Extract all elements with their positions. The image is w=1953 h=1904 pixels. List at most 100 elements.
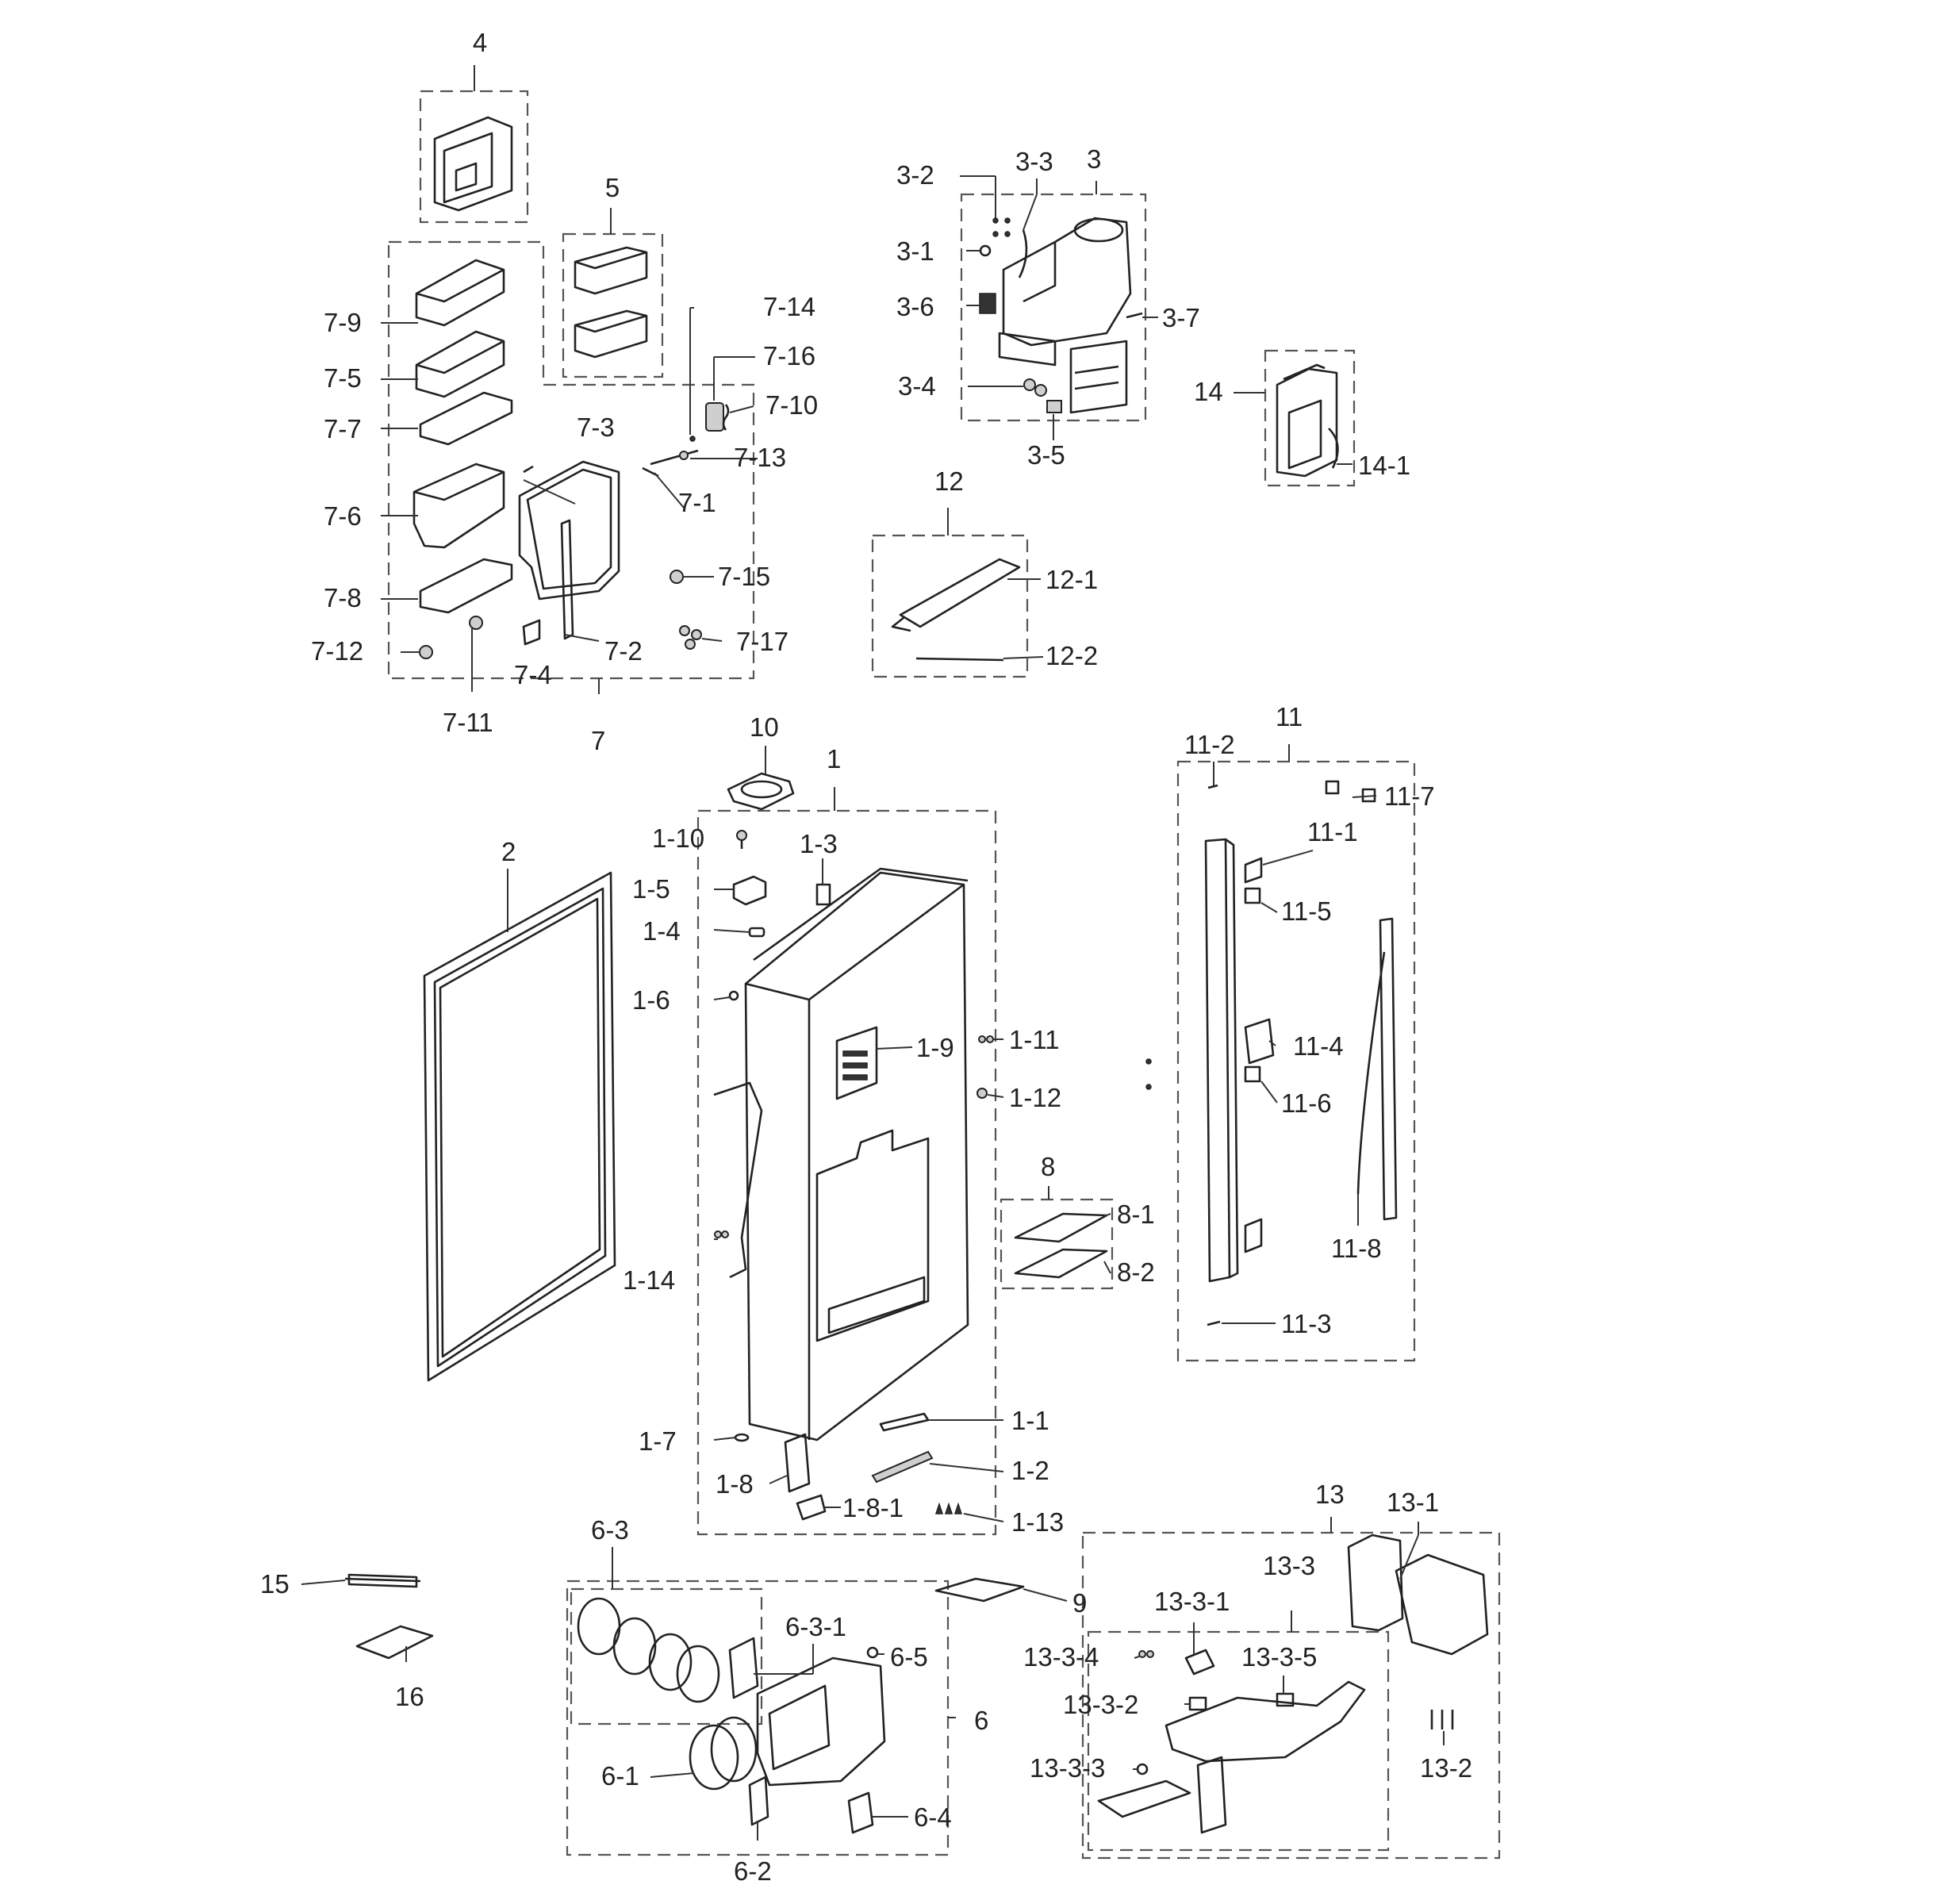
part-14-cover (1276, 363, 1338, 478)
part-7-8-rail (419, 558, 513, 614)
label-3-5: 3-5 (1027, 440, 1065, 470)
part-6-body (756, 1656, 886, 1787)
label-7-8: 7-8 (324, 583, 362, 612)
label-15: 15 (260, 1569, 290, 1599)
label-12: 12 (934, 466, 964, 496)
part-1-10-screw (736, 830, 747, 849)
label-1-14: 1-14 (623, 1265, 675, 1295)
part-1-11-screws (978, 1035, 994, 1043)
label-7-10: 7-10 (765, 390, 818, 420)
part-1-8-bracket (784, 1433, 811, 1493)
part-6-2-bracket (748, 1775, 769, 1826)
label-8-2: 8-2 (1117, 1257, 1155, 1287)
label-13-3: 13-3 (1263, 1551, 1315, 1580)
part-10-cap (727, 772, 795, 811)
label-13-3-1: 13-3-1 (1154, 1587, 1230, 1616)
label-13-2: 13-2 (1420, 1753, 1472, 1783)
label-7-16: 7-16 (763, 341, 815, 370)
group-box-12 (871, 534, 1029, 678)
part-11-3-spring (1207, 1320, 1221, 1326)
label-7-3: 7-3 (577, 413, 615, 442)
label-11-2: 11-2 (1184, 730, 1235, 759)
part-7-16-holder (705, 402, 724, 432)
label-7-5: 7-5 (324, 363, 362, 393)
part-4-bracket (433, 116, 513, 212)
part-8-1-case (1014, 1212, 1108, 1243)
label-1-8: 1-8 (716, 1469, 754, 1499)
part-2-door-gasket (423, 871, 616, 1382)
part-11-1-bracket (1244, 857, 1263, 884)
part-1-2-strip (871, 1450, 934, 1484)
part-1-14-screws (714, 1230, 729, 1238)
part-13-1-cover (1347, 1534, 1489, 1656)
part-7-14-pin (689, 436, 696, 442)
part-7-5-guard (415, 330, 505, 398)
label-7-13: 7-13 (734, 443, 786, 472)
label-13: 13 (1315, 1480, 1345, 1509)
part-6-4-solenoid (847, 1791, 874, 1834)
part-11-5-bracket (1244, 887, 1261, 904)
part-7-13-lever (650, 449, 699, 466)
part-1-5-cover (732, 875, 767, 906)
part-1-12-bolt (976, 1088, 988, 1099)
part-6-3-cap-set (577, 1597, 720, 1703)
group-box-8 (1000, 1198, 1114, 1290)
label-3-3: 3-3 (1015, 147, 1053, 176)
label-16: 16 (395, 1682, 424, 1711)
part-11-6-bracket (1244, 1065, 1261, 1083)
label-1: 1 (827, 744, 841, 774)
part-1-1-strip (879, 1412, 930, 1432)
part-1-door (713, 867, 969, 1441)
part-7-7-guard-lower (419, 391, 513, 446)
part-7-9-shelf-cover (415, 259, 505, 327)
label-3-1: 3-1 (896, 236, 934, 266)
part-1-3-switch (815, 883, 831, 906)
part-7-17-screws (679, 625, 702, 650)
label-7-6: 7-6 (324, 501, 362, 531)
label-6-3: 6-3 (591, 1515, 629, 1545)
label-11-5: 11-5 (1281, 896, 1332, 926)
label-1-11: 1-11 (1009, 1025, 1060, 1054)
label-12-1: 12-1 (1046, 565, 1098, 594)
part-11-4-bracket (1244, 1018, 1275, 1065)
label-1-3: 1-3 (800, 829, 838, 858)
part-13-3-4-screws (1138, 1650, 1154, 1658)
label-14-1: 14-1 (1358, 451, 1410, 480)
label-1-4: 1-4 (643, 916, 681, 946)
label-3-4: 3-4 (898, 371, 936, 401)
part-11-bracket-lower (1244, 1218, 1263, 1253)
part-6-1-motor-cap (689, 1716, 758, 1791)
label-9: 9 (1072, 1588, 1087, 1618)
label-11-4: 11-4 (1293, 1031, 1344, 1061)
label-1-9: 1-9 (916, 1033, 954, 1062)
label-1-2: 1-2 (1011, 1456, 1049, 1485)
label-2: 2 (501, 837, 516, 866)
part-7-10-spring (722, 404, 730, 431)
label-6-5: 6-5 (890, 1642, 928, 1672)
label-6-3-1: 6-3-1 (785, 1612, 846, 1641)
part-3-4-bolts (1023, 378, 1047, 397)
label-7-11: 7-11 (443, 708, 493, 737)
label-7-15: 7-15 (718, 562, 770, 591)
label-6: 6 (974, 1706, 988, 1735)
label-1-8-1: 1-8-1 (842, 1493, 904, 1522)
label-1-6: 1-6 (632, 985, 670, 1015)
group-box-1 (696, 809, 997, 1536)
label-7-2: 7-2 (604, 636, 643, 666)
part-13-3-1-motor (1184, 1649, 1215, 1676)
label-13-3-5: 13-3-5 (1241, 1642, 1317, 1672)
part-1-9-panel (842, 1050, 868, 1081)
part-7-3-cover (518, 460, 620, 640)
label-11: 11 (1276, 702, 1303, 731)
part-6-5-clip (866, 1646, 879, 1659)
label-14: 14 (1194, 377, 1223, 406)
label-11-6: 11-6 (1281, 1088, 1332, 1118)
label-12-2: 12-2 (1046, 641, 1098, 670)
part-7-15-cap (670, 570, 684, 584)
group-box-13-3 (1087, 1630, 1390, 1852)
label-3-6: 3-6 (896, 292, 934, 321)
label-13-3-2: 13-3-2 (1063, 1690, 1138, 1719)
label-6-1: 6-1 (601, 1761, 639, 1791)
label-10: 10 (750, 712, 779, 742)
label-11-1: 11-1 (1307, 817, 1358, 846)
